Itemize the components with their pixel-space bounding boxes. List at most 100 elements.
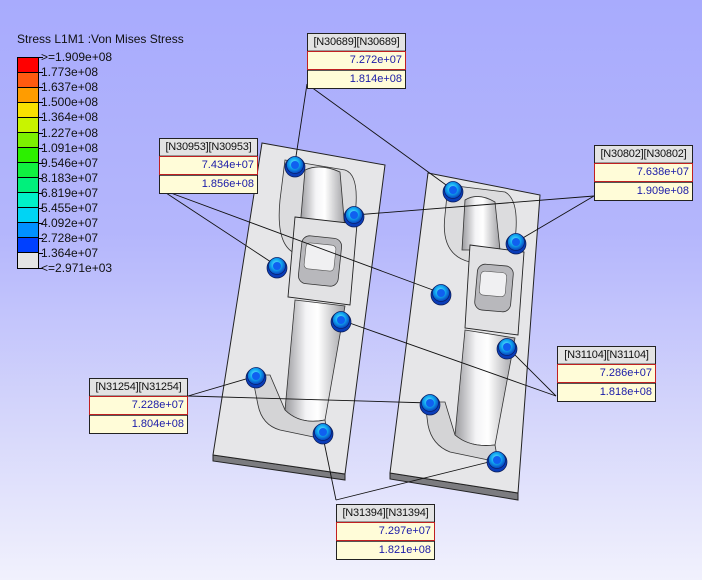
left-flange-port-inner bbox=[303, 242, 337, 272]
legend-swatch bbox=[18, 133, 38, 148]
bolt-probe-point[interactable] bbox=[266, 257, 288, 279]
probe-value-2: 1.856e+08 bbox=[160, 175, 257, 193]
probe-node-id: [N31104][N31104] bbox=[558, 347, 655, 364]
bolt-probe-point[interactable] bbox=[496, 338, 518, 360]
bolt-probe-point[interactable] bbox=[343, 206, 365, 228]
probe-value-1: 7.297e+07 bbox=[336, 522, 435, 541]
legend-tick bbox=[38, 208, 43, 209]
legend-label: 8.183e+07 bbox=[41, 170, 99, 185]
legend-swatch bbox=[18, 73, 38, 88]
bolt-probe-point[interactable] bbox=[312, 423, 334, 445]
legend-tick bbox=[38, 117, 43, 119]
leader-line bbox=[335, 459, 498, 501]
leader-line bbox=[354, 195, 595, 216]
legend-label: 1.091e+08 bbox=[41, 140, 99, 155]
probe-value-1: 7.638e+07 bbox=[594, 163, 693, 182]
bolt-probe-point[interactable] bbox=[284, 156, 306, 178]
right-tube-upper bbox=[461, 196, 501, 251]
probe-value-2: 1.821e+08 bbox=[337, 541, 434, 559]
legend-tick bbox=[38, 238, 43, 240]
legend-label: 1.364e+08 bbox=[41, 110, 99, 125]
leader-line bbox=[340, 319, 557, 397]
legend-tick bbox=[38, 162, 43, 164]
probe-value-2: 1.818e+08 bbox=[558, 383, 655, 401]
legend-swatch bbox=[18, 118, 38, 133]
legend-swatch bbox=[18, 208, 38, 223]
probe-node-id: [N30802][N30802] bbox=[595, 146, 692, 163]
legend-tick bbox=[38, 223, 43, 225]
probe-node-id: [N31254][N31254] bbox=[90, 379, 187, 396]
legend-tick bbox=[38, 192, 43, 194]
probe-value-1: 7.272e+07 bbox=[307, 51, 406, 70]
legend-title: Stress L1M1 :Von Mises Stress bbox=[17, 32, 184, 46]
probe-label-n30953[interactable]: [N30953][N30953] 7.434e+07 1.856e+08 bbox=[159, 138, 258, 194]
legend-swatch bbox=[18, 148, 38, 163]
legend-swatch bbox=[18, 163, 38, 178]
probe-value-2: 1.909e+08 bbox=[595, 182, 692, 200]
probe-label-n31254[interactable]: [N31254][N31254] 7.228e+07 1.804e+08 bbox=[89, 378, 188, 434]
legend-tick bbox=[38, 57, 43, 58]
legend-label: 9.546e+07 bbox=[41, 155, 99, 170]
bolt-probe-point[interactable] bbox=[245, 367, 267, 389]
leader-line bbox=[187, 375, 257, 397]
legend-label: >=1.909e+08 bbox=[41, 50, 113, 64]
probe-label-n30802[interactable]: [N30802][N30802] 7.638e+07 1.909e+08 bbox=[594, 145, 693, 201]
legend-swatch bbox=[18, 88, 38, 103]
bolt-probe-point[interactable] bbox=[330, 311, 352, 333]
probe-label-n30689[interactable]: [N30689][N30689] 7.272e+07 1.814e+08 bbox=[307, 33, 406, 89]
probe-node-id: [N30953][N30953] bbox=[160, 139, 257, 156]
probe-node-id: [N30689][N30689] bbox=[308, 34, 405, 51]
probe-value-1: 7.286e+07 bbox=[557, 364, 656, 383]
probe-value-1: 7.434e+07 bbox=[159, 156, 258, 175]
legend-label: 1.773e+08 bbox=[41, 65, 99, 80]
leader-line bbox=[159, 188, 442, 294]
legend-tick bbox=[38, 253, 43, 255]
legend-tick bbox=[38, 72, 43, 74]
leader-line bbox=[515, 195, 595, 243]
legend-swatch bbox=[18, 103, 38, 118]
legend-tick bbox=[38, 177, 43, 179]
probe-value-2: 1.814e+08 bbox=[308, 70, 405, 88]
legend-tick bbox=[38, 102, 43, 104]
probe-label-n31104[interactable]: [N31104][N31104] 7.286e+07 1.818e+08 bbox=[557, 346, 656, 402]
probe-label-n31394[interactable]: [N31394][N31394] 7.297e+07 1.821e+08 bbox=[336, 504, 435, 560]
leader-line bbox=[306, 83, 454, 191]
legend-swatch bbox=[18, 58, 38, 73]
legend-tick bbox=[38, 147, 43, 149]
legend-swatch bbox=[18, 193, 38, 208]
bolt-probe-point[interactable] bbox=[430, 284, 452, 306]
legend-label: 1.500e+08 bbox=[41, 95, 99, 110]
bolt-probe-point[interactable] bbox=[419, 394, 441, 416]
probe-value-1: 7.228e+07 bbox=[89, 396, 188, 415]
leader-line bbox=[187, 395, 431, 404]
legend-swatch bbox=[18, 238, 38, 253]
bolt-probe-point[interactable] bbox=[442, 181, 464, 203]
probe-value-2: 1.804e+08 bbox=[90, 415, 187, 433]
legend-label: 6.819e+07 bbox=[41, 185, 99, 200]
legend-label: 2.728e+07 bbox=[41, 231, 99, 246]
legend-color-bar bbox=[17, 57, 39, 269]
left-tube-upper bbox=[299, 166, 346, 231]
legend-label: 1.227e+08 bbox=[41, 125, 99, 140]
legend-swatch bbox=[18, 253, 38, 268]
right-part[interactable] bbox=[389, 172, 541, 501]
bolt-probe-point[interactable] bbox=[486, 451, 508, 473]
legend-swatch bbox=[18, 178, 38, 193]
probe-node-id: [N31394][N31394] bbox=[337, 505, 434, 522]
leader-line bbox=[159, 188, 278, 267]
legend-tick bbox=[38, 132, 43, 134]
legend-tick bbox=[38, 268, 43, 270]
probe-points bbox=[245, 156, 527, 473]
leader-line bbox=[294, 83, 308, 164]
legend-label: 1.637e+08 bbox=[41, 80, 99, 95]
legend-label: <=2.971e+03 bbox=[41, 261, 113, 276]
legend-swatch bbox=[18, 223, 38, 238]
legend-label: 5.455e+07 bbox=[41, 201, 99, 215]
legend-tick bbox=[38, 87, 43, 89]
right-flange-port-inner bbox=[479, 270, 507, 297]
legend-label: 4.092e+07 bbox=[41, 216, 99, 231]
legend-label: 1.364e+07 bbox=[41, 246, 99, 261]
bolt-probe-point[interactable] bbox=[505, 233, 527, 255]
